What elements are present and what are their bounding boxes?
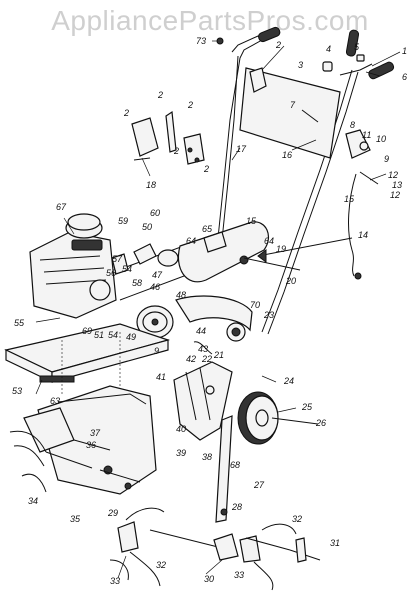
belt-drive	[111, 239, 201, 339]
callout-2b: 2	[123, 108, 129, 118]
callout-31: 31	[330, 538, 340, 548]
callout-37: 37	[90, 428, 101, 438]
callout-15b: 15	[246, 216, 257, 226]
callout-14: 14	[358, 230, 368, 240]
mounting-brackets	[131, 110, 205, 165]
callout-11: 11	[362, 130, 371, 140]
callout-34: 34	[28, 496, 38, 506]
callout-15a: 15	[344, 194, 355, 204]
left-grip	[258, 26, 281, 43]
callout-13: 13	[392, 180, 402, 190]
frame	[173, 295, 253, 441]
callout-32a: 32	[292, 514, 302, 524]
callout-labels: 73 2 3 4 1 5 6 7 2 2 2 2 2 18 17 16 8 11…	[12, 36, 407, 586]
callout-70: 70	[250, 300, 260, 310]
callout-20: 20	[285, 276, 296, 286]
callout-41: 41	[156, 372, 166, 382]
callout-27: 27	[253, 480, 265, 490]
callout-64b: 64	[264, 236, 274, 246]
callout-33a: 33	[110, 576, 120, 586]
callout-2e: 2	[173, 146, 179, 156]
callout-32b: 32	[156, 560, 166, 570]
callout-22: 22	[201, 354, 212, 364]
callout-63: 63	[50, 396, 60, 406]
callout-6: 6	[402, 72, 407, 82]
callout-17: 17	[236, 144, 247, 154]
callout-43: 43	[198, 344, 208, 354]
callout-56: 56	[106, 268, 116, 278]
callout-51: 51	[94, 330, 104, 340]
callout-64a: 64	[186, 236, 196, 246]
callout-18: 18	[146, 180, 156, 190]
callout-12a: 12	[388, 170, 398, 180]
callout-29: 29	[107, 508, 118, 518]
callout-67: 67	[56, 202, 67, 212]
callout-19: 19	[276, 244, 286, 254]
callout-25: 25	[301, 402, 313, 412]
callout-24: 24	[283, 376, 294, 386]
callout-68: 68	[230, 460, 240, 470]
callout-2d: 2	[187, 100, 193, 110]
callout-12b: 12	[390, 190, 400, 200]
callout-69: 69	[82, 326, 92, 336]
wheel	[237, 391, 319, 445]
engine-base	[4, 323, 171, 395]
callout-39: 39	[176, 448, 186, 458]
callout-21: 21	[213, 350, 224, 360]
callout-54a: 54	[122, 264, 132, 274]
callout-60: 60	[150, 208, 160, 218]
callout-38: 38	[202, 452, 212, 462]
decal-strip	[39, 375, 75, 383]
callout-59: 59	[118, 216, 128, 226]
callout-36: 36	[86, 440, 96, 450]
callout-33b: 33	[234, 570, 244, 580]
callout-42: 42	[186, 354, 196, 364]
callout-44: 44	[196, 326, 206, 336]
callout-50: 50	[142, 222, 152, 232]
callout-30: 30	[204, 574, 214, 584]
handle-assembly	[216, 26, 395, 335]
callout-40: 40	[176, 424, 186, 434]
callout-8: 8	[350, 120, 355, 130]
callout-73: 73	[196, 36, 206, 46]
callout-3: 3	[298, 60, 303, 70]
callout-1: 1	[402, 46, 407, 56]
lower-tines	[109, 482, 321, 591]
callout-49: 49	[126, 332, 136, 342]
callout-28: 28	[231, 502, 242, 512]
left-tines	[9, 430, 93, 493]
callout-10: 10	[376, 134, 386, 144]
callout-2f: 2	[203, 164, 209, 174]
callout-26: 26	[315, 418, 326, 428]
callout-5: 5	[354, 42, 360, 52]
callout-9: 9	[384, 154, 389, 164]
callout-2c: 2	[157, 90, 163, 100]
callout-65: 65	[202, 224, 213, 234]
callout-9b: 9	[154, 346, 159, 356]
leader-lines	[35, 40, 401, 579]
callout-46: 46	[150, 282, 160, 292]
watermark-text: AppliancePartsPros.com	[51, 5, 369, 36]
callout-58: 58	[132, 278, 142, 288]
belt-cover	[177, 221, 269, 283]
depth-stake	[215, 415, 233, 523]
callout-54b: 54	[108, 330, 118, 340]
callout-55: 55	[14, 318, 25, 328]
callout-57: 57	[112, 254, 123, 264]
callout-48: 48	[176, 290, 186, 300]
callout-7: 7	[290, 100, 296, 110]
callout-16: 16	[282, 150, 292, 160]
transmission-housing	[23, 385, 157, 495]
engine	[29, 213, 117, 319]
right-upper-grip	[345, 29, 360, 57]
callout-53: 53	[12, 386, 22, 396]
callout-35: 35	[70, 514, 81, 524]
callout-2: 2	[275, 40, 281, 50]
callout-47: 47	[152, 270, 163, 280]
callout-4: 4	[326, 44, 331, 54]
callout-23: 23	[263, 310, 274, 320]
